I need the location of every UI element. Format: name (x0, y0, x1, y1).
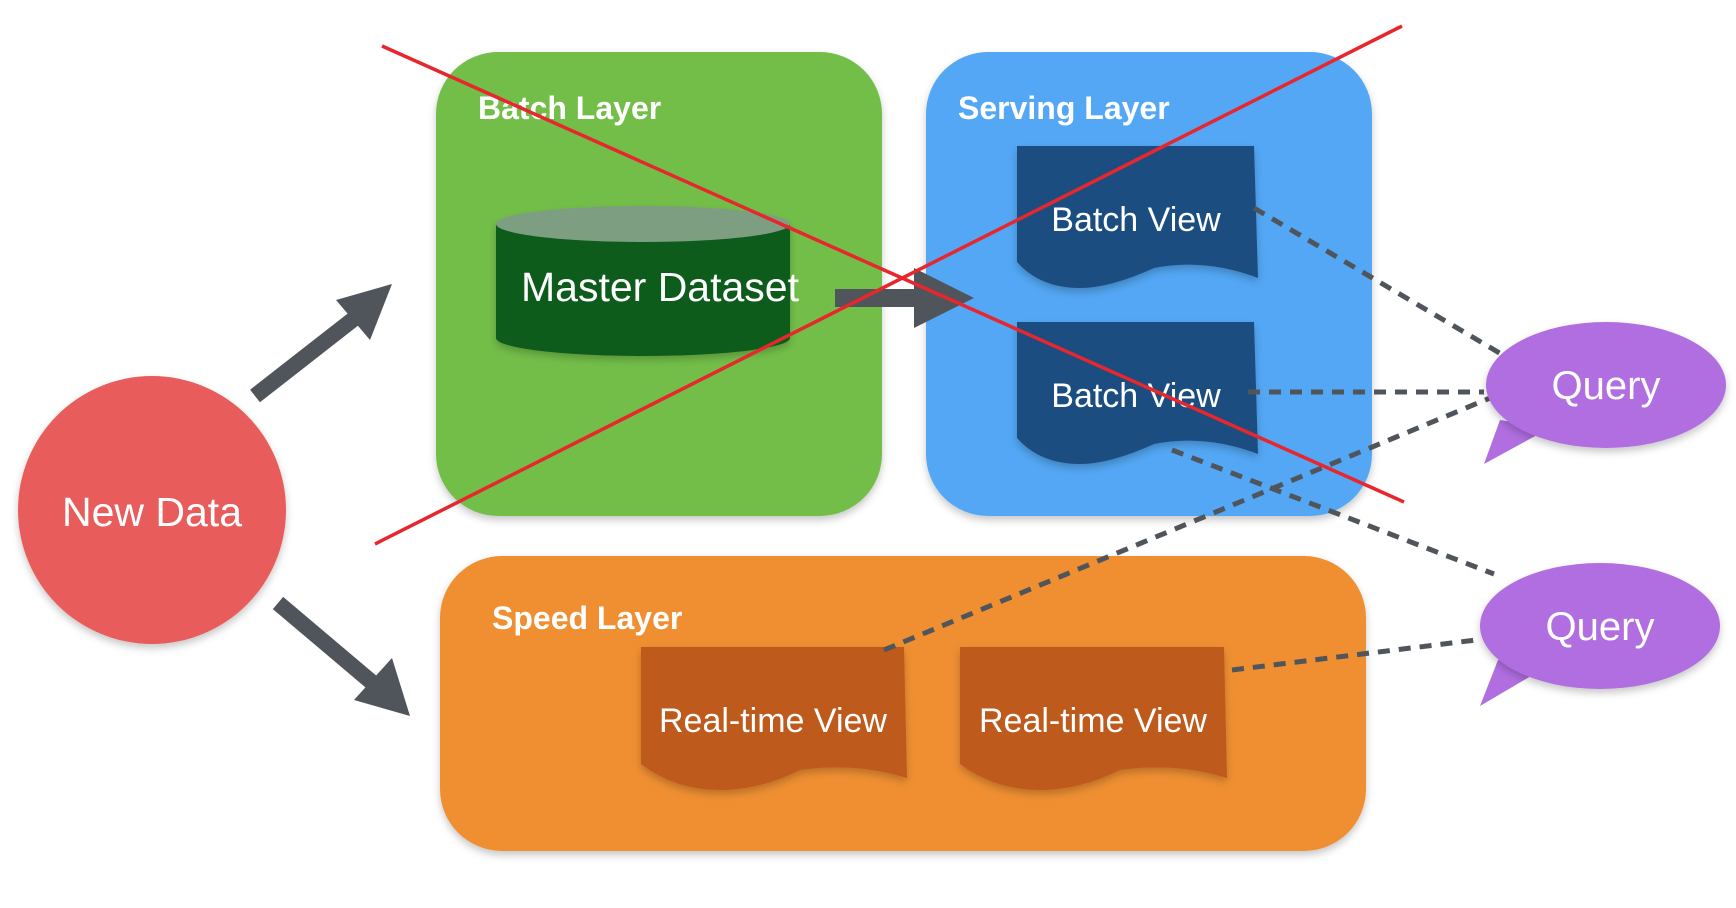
speed-layer: Speed Layer Real-time View Real-time Vie… (440, 556, 1366, 851)
query-bubble-1[interactable]: Query (1484, 322, 1726, 464)
new-data-label: New Data (62, 489, 242, 535)
realtime-view-doc-1 (641, 647, 907, 790)
batch-view-1-to-query-1 (1252, 205, 1510, 361)
new-data-to-speed-arrow (272, 596, 410, 716)
master-dataset-label: Master Dataset (521, 264, 800, 310)
batch-layer-title: Batch Layer (478, 90, 661, 126)
realtime-view-1-to-query-1 (883, 395, 1491, 653)
batch-view-2-to-query-2 (1171, 447, 1495, 577)
query-bubble-2[interactable]: Query (1480, 563, 1720, 706)
cross-out-line-1 (381, 44, 1405, 504)
realtime-view-2-label: Real-time View (979, 702, 1207, 740)
serving-layer: Serving Layer Batch View Batch View (926, 52, 1372, 516)
cross-out-mark (374, 24, 1405, 546)
query-2-label: Query (1546, 605, 1655, 649)
cross-out-line-2 (374, 24, 1403, 546)
batch-layer: Batch Layer Master Dataset (436, 52, 882, 516)
realtime-view-1-label: Real-time View (659, 702, 887, 740)
speed-layer-title: Speed Layer (492, 600, 682, 636)
serving-layer-title: Serving Layer (958, 90, 1170, 126)
new-data-to-batch-arrow (250, 284, 392, 403)
dataset-to-serving-arrow (835, 268, 974, 328)
realtime-view-doc-2 (960, 647, 1227, 790)
new-data-circle (18, 376, 286, 644)
batch-view-doc-1 (1017, 146, 1258, 288)
batch-view-1-label: Batch View (1051, 201, 1221, 239)
query-connections (883, 205, 1510, 673)
query-1-label: Query (1552, 364, 1661, 408)
new-data-node: New Data (18, 376, 286, 644)
master-dataset-cylinder (496, 206, 790, 356)
